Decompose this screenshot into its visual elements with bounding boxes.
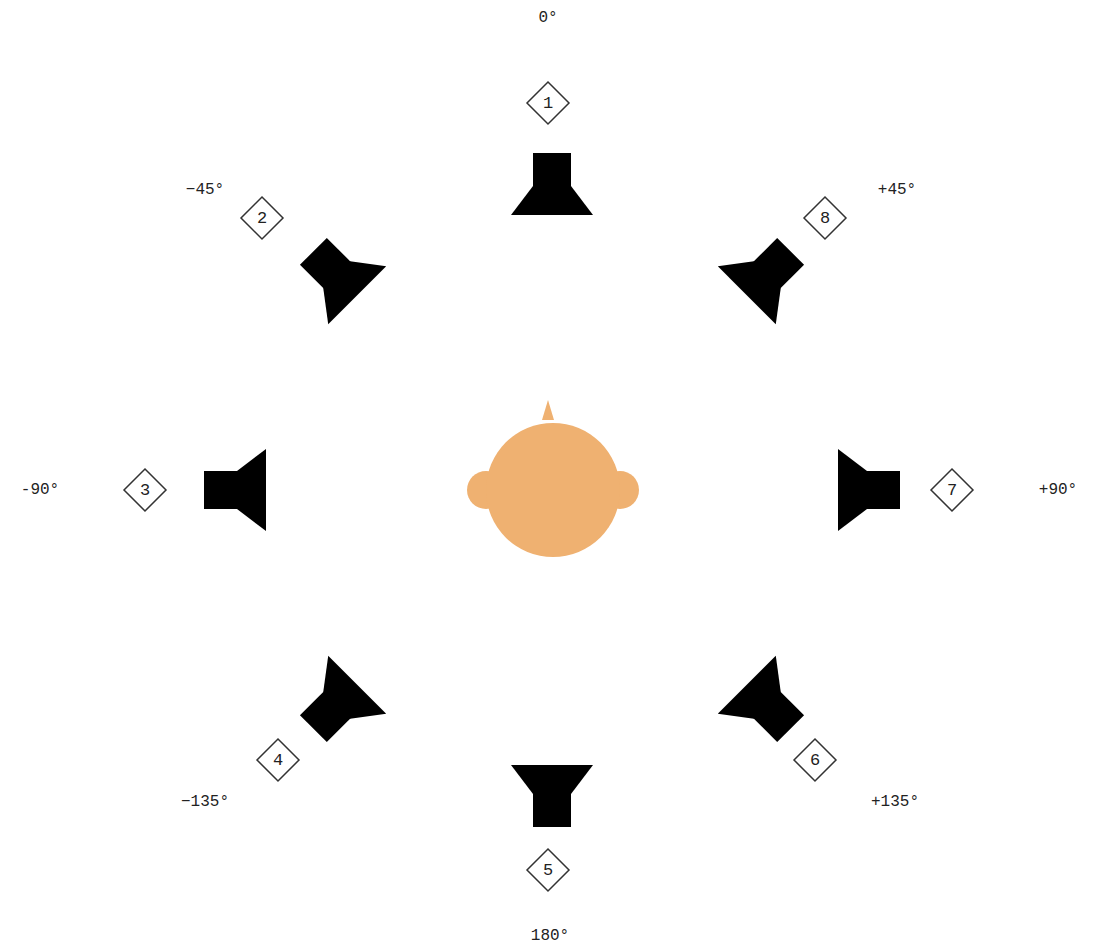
callout-diamond: 2 xyxy=(239,195,285,241)
angle-label: 180° xyxy=(531,927,569,945)
callout-number: 8 xyxy=(820,209,830,228)
angle-label: 0° xyxy=(538,9,557,27)
angle-label: +45° xyxy=(878,181,916,199)
callout-number: 1 xyxy=(543,94,553,113)
listener-head xyxy=(467,400,639,557)
angle-label: −45° xyxy=(186,181,224,199)
angle-label: +135° xyxy=(871,793,919,811)
callout-number: 2 xyxy=(257,209,267,228)
callout-diamond: 3 xyxy=(122,467,168,513)
angle-label: +90° xyxy=(1039,481,1077,499)
angle-label: -90° xyxy=(21,481,59,499)
callout-diamond: 1 xyxy=(525,80,571,126)
callout-diamond: 6 xyxy=(792,737,838,783)
callout-diamond: 4 xyxy=(255,737,301,783)
callout-number: 5 xyxy=(543,861,553,880)
speakers xyxy=(204,153,900,827)
callout-number: 7 xyxy=(947,481,957,500)
callout-diamond: 8 xyxy=(802,195,848,241)
callout-number: 3 xyxy=(140,481,150,500)
callout-number: 6 xyxy=(810,751,820,770)
angle-label: −135° xyxy=(181,793,229,811)
callout-diamond: 7 xyxy=(929,467,975,513)
callout-diamond: 5 xyxy=(525,847,571,893)
callout-number: 4 xyxy=(273,751,283,770)
